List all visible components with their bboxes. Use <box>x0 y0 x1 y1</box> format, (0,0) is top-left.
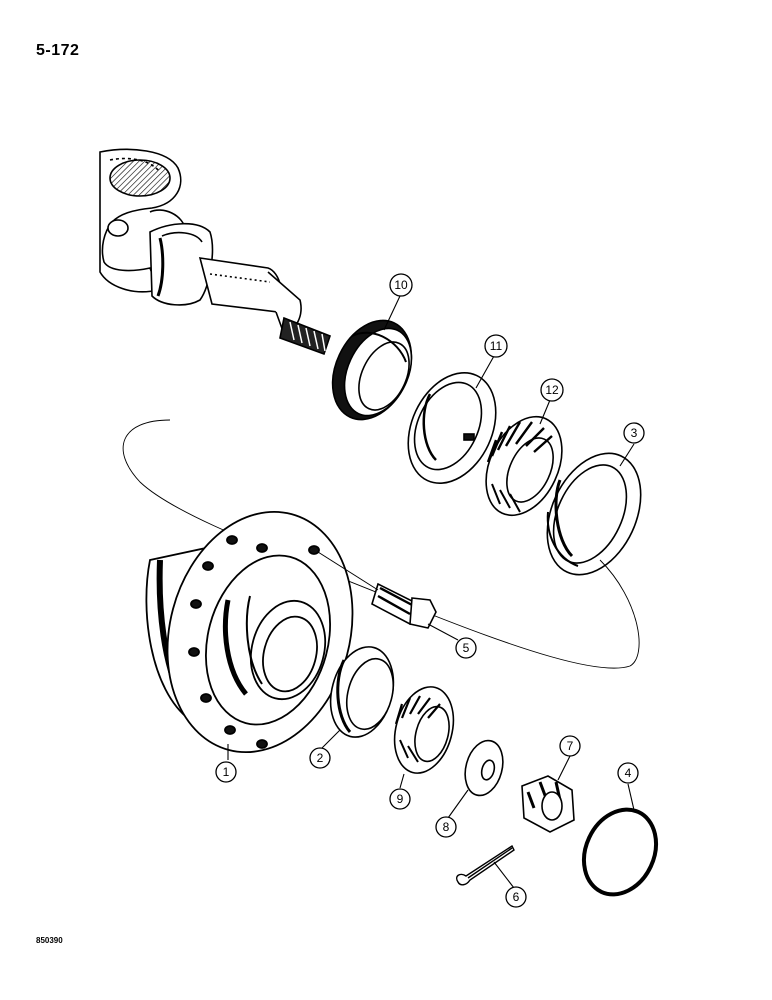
inner-bearing-cone-part <box>393 686 455 774</box>
callout-11: 11 <box>484 334 508 358</box>
spindle-knuckle <box>99 148 331 356</box>
inner-bearing-cup-part <box>329 646 395 738</box>
svg-text:11: 11 <box>490 339 503 353</box>
svg-text:5: 5 <box>463 641 470 655</box>
svg-text:2: 2 <box>317 751 324 765</box>
callout-7: 7 <box>559 735 581 757</box>
svg-text:12: 12 <box>545 383 559 397</box>
svg-text:8: 8 <box>443 820 450 834</box>
hub-cap-part <box>582 807 658 897</box>
callout-6: 6 <box>505 886 527 908</box>
svg-text:3: 3 <box>631 426 638 440</box>
hub-part <box>145 510 354 754</box>
callout-2: 2 <box>309 747 331 769</box>
page-number: 5-172 <box>36 42 80 59</box>
castle-nut-part <box>521 775 575 833</box>
callout-4: 4 <box>617 762 639 784</box>
callout-8: 8 <box>435 816 457 838</box>
callout-3: 3 <box>623 422 645 444</box>
wheel-bolt-part <box>317 551 437 629</box>
svg-text:6: 6 <box>513 890 520 904</box>
svg-text:9: 9 <box>397 792 404 806</box>
svg-text:1: 1 <box>223 765 230 779</box>
figure-code: 850390 <box>36 936 63 945</box>
cotter-pin-part <box>456 844 515 886</box>
svg-text:7: 7 <box>567 739 574 753</box>
bearing-cup-part <box>407 371 497 485</box>
callout-9: 9 <box>389 788 411 810</box>
outer-bearing-cup-part <box>546 452 642 576</box>
callout-5: 5 <box>455 637 477 659</box>
svg-text:10: 10 <box>394 278 408 292</box>
callout-10: 10 <box>389 273 413 297</box>
svg-text:4: 4 <box>625 766 632 780</box>
callout-1: 1 <box>215 761 237 783</box>
bearing-cone-part <box>485 415 563 517</box>
callout-12: 12 <box>540 378 564 402</box>
seal-part <box>331 319 413 421</box>
washer-part <box>464 739 504 797</box>
leader-lines <box>227 295 635 889</box>
